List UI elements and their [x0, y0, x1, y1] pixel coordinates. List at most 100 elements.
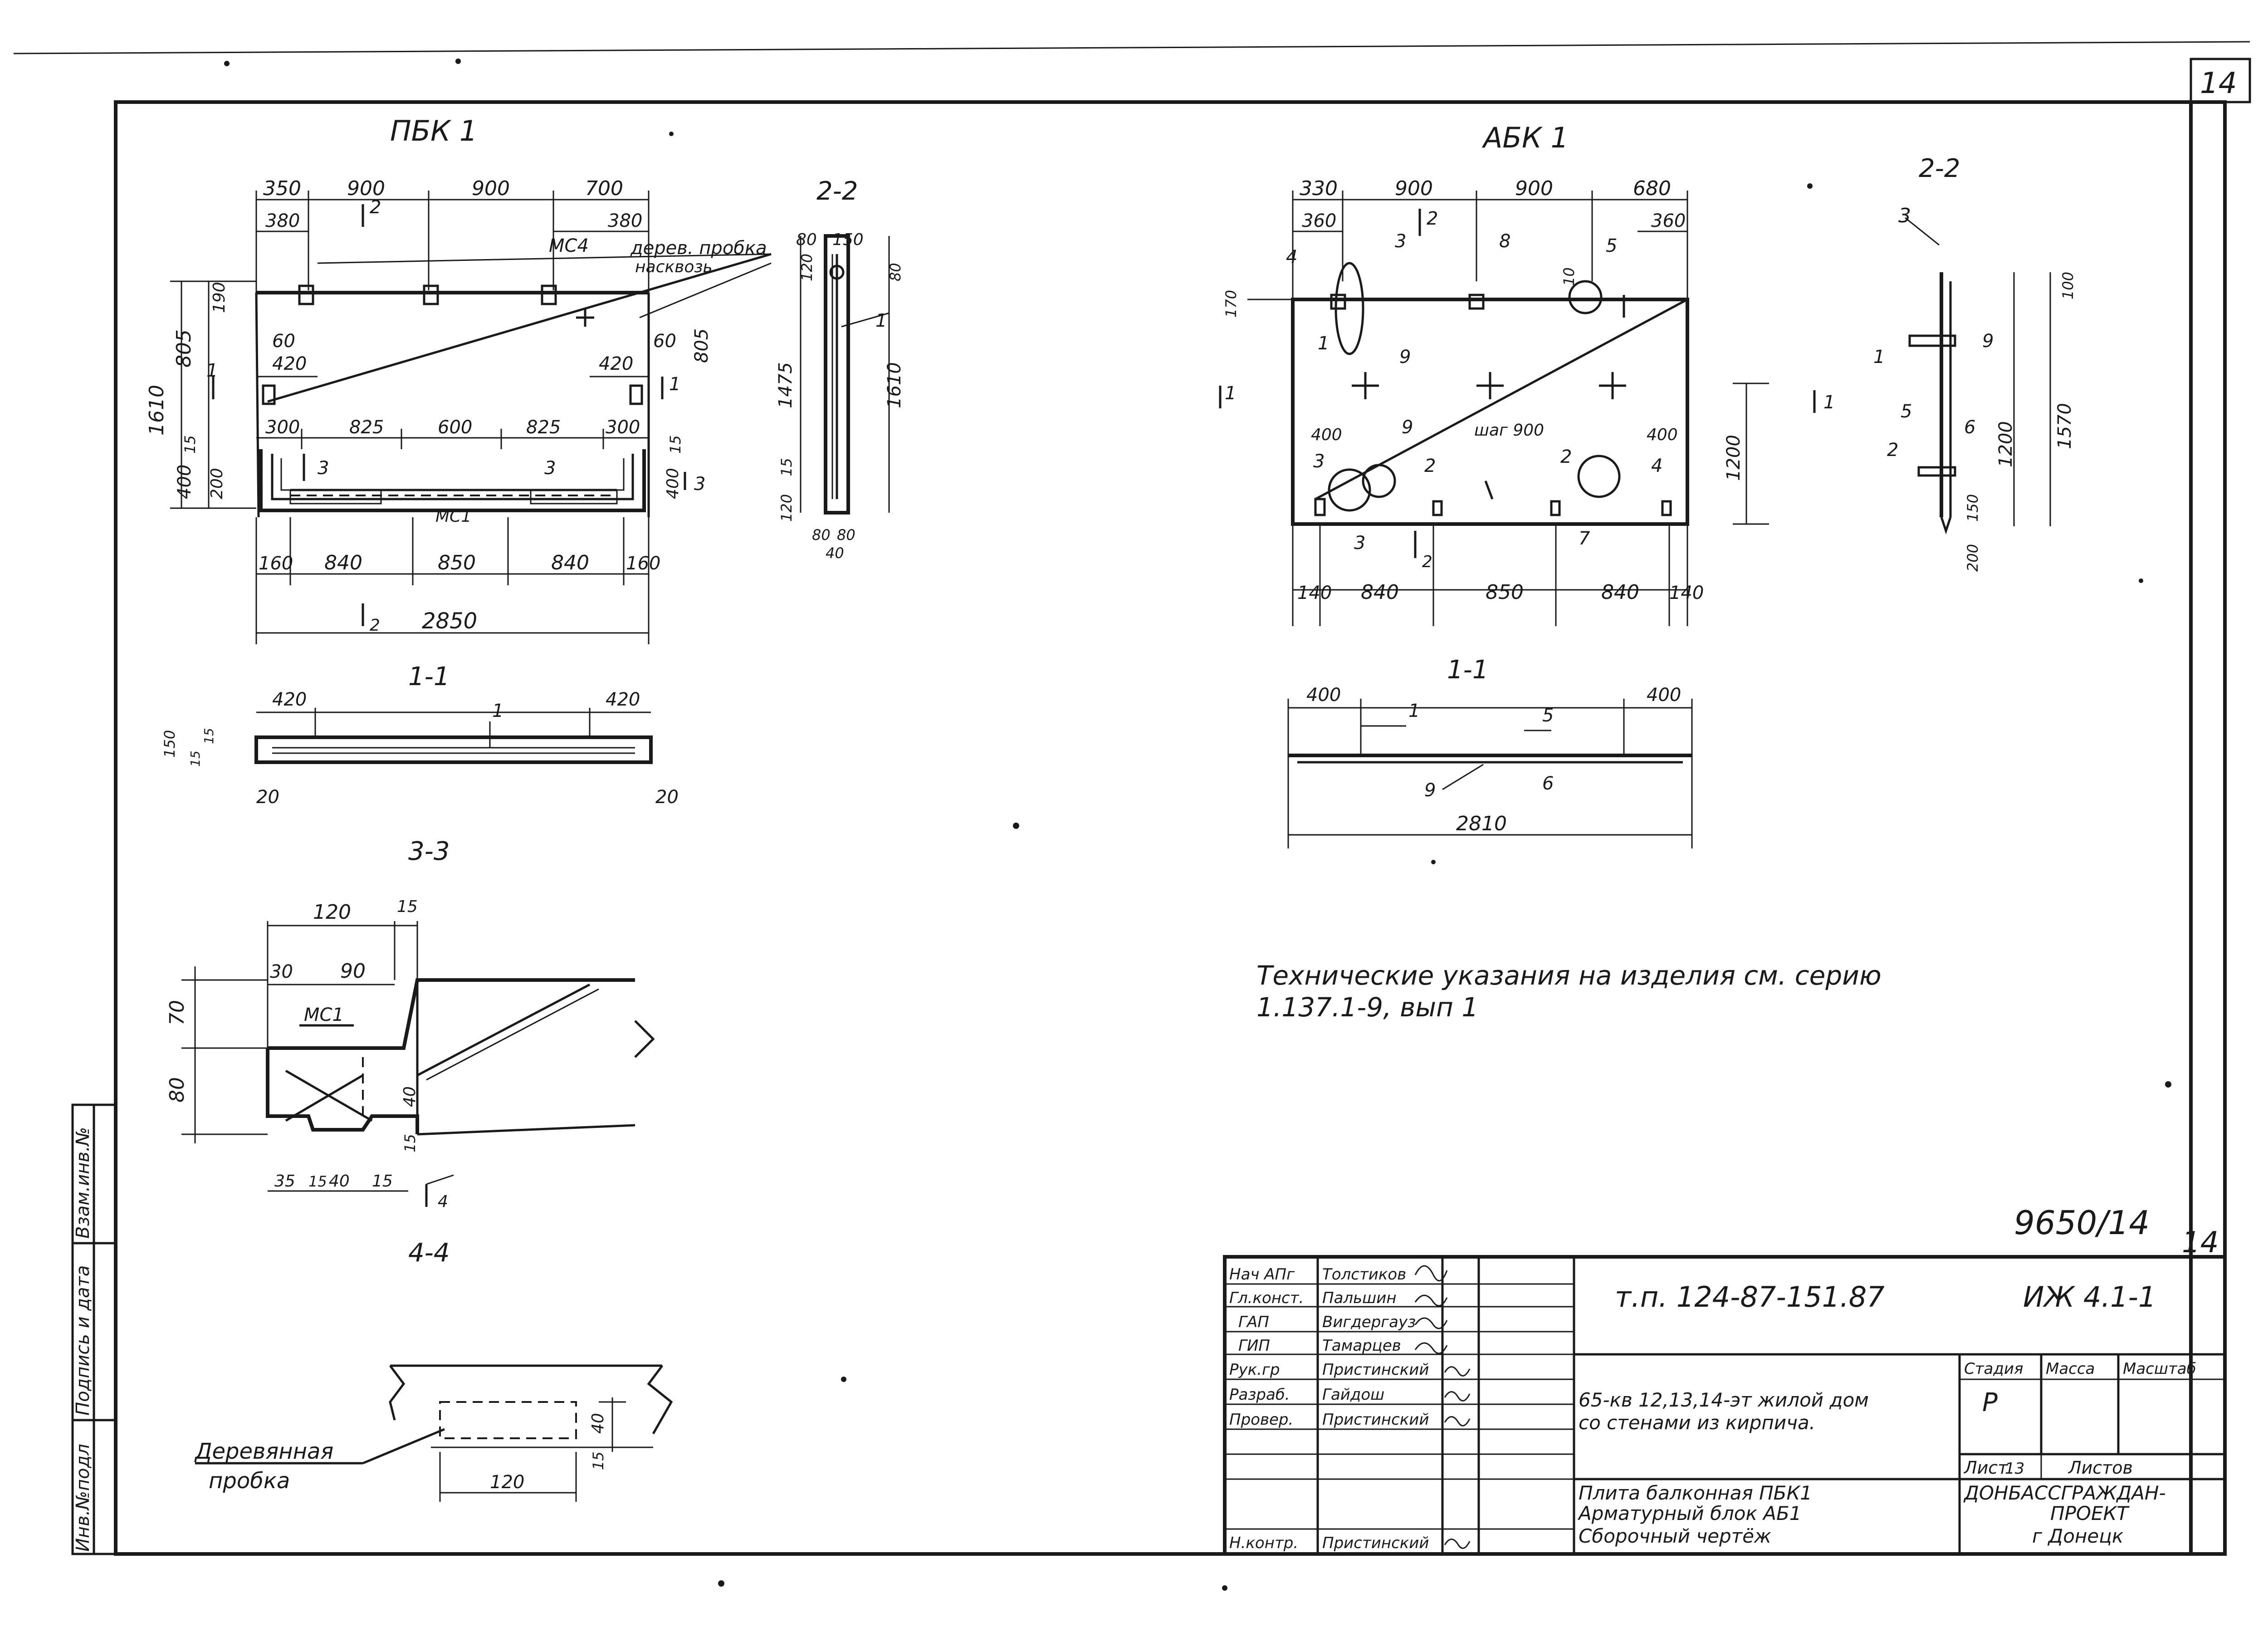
s33-dim-8: 15 — [401, 1134, 419, 1152]
pbk1-s22-dim-6: 1610 — [884, 362, 905, 408]
section-1-1-left: 1-1 420 420 1 150 15 15 20 20 — [161, 662, 679, 808]
abk1-s22-dim-1200: 1200 — [1995, 421, 2016, 467]
stamp-inv-original: Инв.№подл — [73, 1444, 93, 1552]
abk1-s22-dim-100: 100 — [2059, 272, 2077, 299]
s11l-dim-2: 420 — [606, 689, 640, 710]
abk1-s22-item-6: 6 — [1964, 417, 1975, 438]
sheet-number: 14 — [2200, 67, 2237, 100]
pbk1-overall: 2850 — [422, 608, 477, 634]
abk1-dim-400-left: 400 — [1311, 426, 1342, 444]
pbk1-note-1: дерев. пробка — [630, 238, 767, 259]
s33-dim-1: 120 — [313, 901, 351, 924]
archive-number: 9650/14 — [2014, 1204, 2150, 1242]
tb-name-7: Пристинский — [1322, 1411, 1429, 1429]
s11l-dim-5: 15 — [188, 750, 203, 767]
s44-dim-1: 40 — [589, 1413, 607, 1434]
abk1-item-2-left: 2 — [1424, 456, 1436, 476]
signatures — [1414, 1265, 1471, 1549]
pbk1-s22-dim-5: 1475 — [775, 362, 796, 408]
section-1-1-right: 1-1 400 400 1 5 9 6 2810 — [1287, 655, 1693, 848]
tb-role-10: Н.контр. — [1229, 1534, 1298, 1552]
abk1-item-9-top: 9 — [1399, 347, 1411, 368]
abk1-sec-2-top: 2 — [1427, 208, 1438, 229]
s11l-dim-7: 20 — [655, 787, 679, 808]
s33-dim-4: 90 — [340, 960, 366, 983]
stamp-replace-inv: Взам.инв.№ — [73, 1127, 93, 1239]
abk1-s22-item-2: 2 — [1887, 440, 1898, 461]
pbk1-mark-ms1: МС1 — [435, 507, 471, 526]
s33-dim-11: 40 — [329, 1172, 350, 1191]
tb-name-1: Толстиков — [1322, 1265, 1406, 1284]
abk1-dim-sub-2: 360 — [1651, 211, 1686, 231]
pbk1-sec-3-c: 3 — [694, 474, 705, 495]
abk1-title: АБК 1 — [1481, 121, 1569, 154]
s33-dim-10: 15 — [308, 1173, 327, 1190]
tb-stage-header: Стадия — [1964, 1360, 2023, 1378]
abk1-s22-item-3: 3 — [1898, 204, 1911, 227]
abk1-item-2-right: 2 — [1560, 446, 1572, 467]
abk1-section-2-2: 2-2 3 1 9 5 6 2 100 1200 1570 150 200 — [1873, 154, 2077, 572]
pbk1-mark-ms4: МС4 — [549, 235, 589, 256]
s33-dim-7: 40 — [401, 1086, 419, 1107]
abk1-dim-top-1: 330 — [1300, 177, 1338, 200]
pbk1-s22-dim-8: 120 — [778, 494, 795, 522]
pbk1-note-2: насквозь — [635, 258, 713, 276]
abk1-item-3: 3 — [1395, 231, 1406, 252]
pbk1-sec-3-a: 3 — [318, 458, 329, 479]
section-4-4: 40 15 120 Деревянная пробка — [194, 1364, 673, 1502]
s44-dim-2: 15 — [590, 1451, 607, 1470]
pbk1-sec-2-bot: 2 — [370, 616, 380, 635]
pbk1-dim-bot-5: 160 — [626, 553, 660, 574]
abk1-s22-item-9: 9 — [1982, 331, 1994, 352]
pbk1-plan: ПБК 1 350 900 900 700 380 380 МС4 дере — [145, 114, 772, 644]
abk1-dim-170: 170 — [1222, 290, 1240, 318]
abk1-sec-1-left: 1 — [1225, 383, 1236, 404]
tb-role-3: ГАП — [1238, 1313, 1269, 1331]
pbk1-dim-mid-3: 600 — [438, 417, 472, 438]
s11r-title: 1-1 — [1447, 655, 1488, 685]
s11r-dim-2: 400 — [1647, 685, 1681, 706]
pbk1-dim-sub-1: 380 — [265, 211, 300, 231]
s11r-item-9: 9 — [1424, 780, 1436, 801]
abk1-item-10: 10 — [1560, 267, 1578, 286]
abk1-item-4-bot: 4 — [1651, 456, 1662, 476]
pbk1-dim-bot-3: 850 — [438, 551, 476, 574]
abk1-item-9-mid: 9 — [1402, 417, 1413, 438]
abk1-item-4: 4 — [1286, 247, 1297, 268]
abk1-dim-bot-4: 840 — [1601, 581, 1639, 604]
abk1-s22-dim-200: 200 — [1964, 544, 1981, 572]
abk1-sec-2-bot: 2 — [1422, 553, 1432, 571]
sheet-number-box — [2190, 58, 2251, 103]
abk1-dim-bot-3: 850 — [1486, 581, 1524, 604]
inner-frame — [114, 100, 2227, 1556]
s11r-overall: 2810 — [1456, 812, 1507, 835]
tb-sheet-num: 13 — [2005, 1460, 2024, 1478]
abk1-dim-sub-1: 360 — [1302, 211, 1336, 231]
tb-role-2: Гл.конст. — [1229, 1289, 1304, 1307]
s11r-item-6: 6 — [1542, 773, 1554, 794]
abk1-s22-item-5: 5 — [1901, 401, 1912, 422]
tb-drawing-2: Арматурный блок АБ1 — [1577, 1502, 1802, 1524]
s33-dim-9: 35 — [274, 1172, 295, 1191]
s11r-item-1: 1 — [1408, 701, 1420, 721]
pbk1-sec-1-right: 1 — [669, 374, 680, 395]
pbk1-s22-dim-10: 80 — [837, 526, 855, 544]
pbk1-sec-2-top: 2 — [370, 197, 381, 218]
pbk1-s22-dim-1: 80 — [796, 230, 817, 249]
pbk1-dim-top-1: 350 — [263, 177, 301, 200]
tb-role-1: Нач АПг — [1229, 1265, 1295, 1284]
pbk1-inner-420-left: 420 — [272, 353, 307, 374]
s11l-dim-1: 420 — [272, 689, 307, 710]
title-block: Нач АПг Гл.конст. ГАП ГИП Рук.гр Разраб.… — [1223, 1255, 2227, 1556]
s11r-item-5: 5 — [1542, 705, 1554, 726]
pbk1-dim-mid-5: 300 — [606, 417, 640, 438]
abk1-step: шаг 900 — [1474, 421, 1544, 440]
abk1-dim-400-right: 400 — [1647, 426, 1678, 444]
s11l-dim-6: 20 — [256, 787, 279, 808]
pbk1-dim-bot-4: 840 — [551, 551, 589, 574]
abk1-plan: АБК 1 330 900 900 680 360 — [1219, 121, 1835, 626]
abk1-side-1200: 1200 — [1723, 435, 1744, 481]
tb-name-6: Гайдош — [1322, 1386, 1384, 1404]
pbk1-dim-left-5: 200 — [208, 468, 226, 499]
abk1-dim-bot-1: 140 — [1297, 583, 1332, 603]
